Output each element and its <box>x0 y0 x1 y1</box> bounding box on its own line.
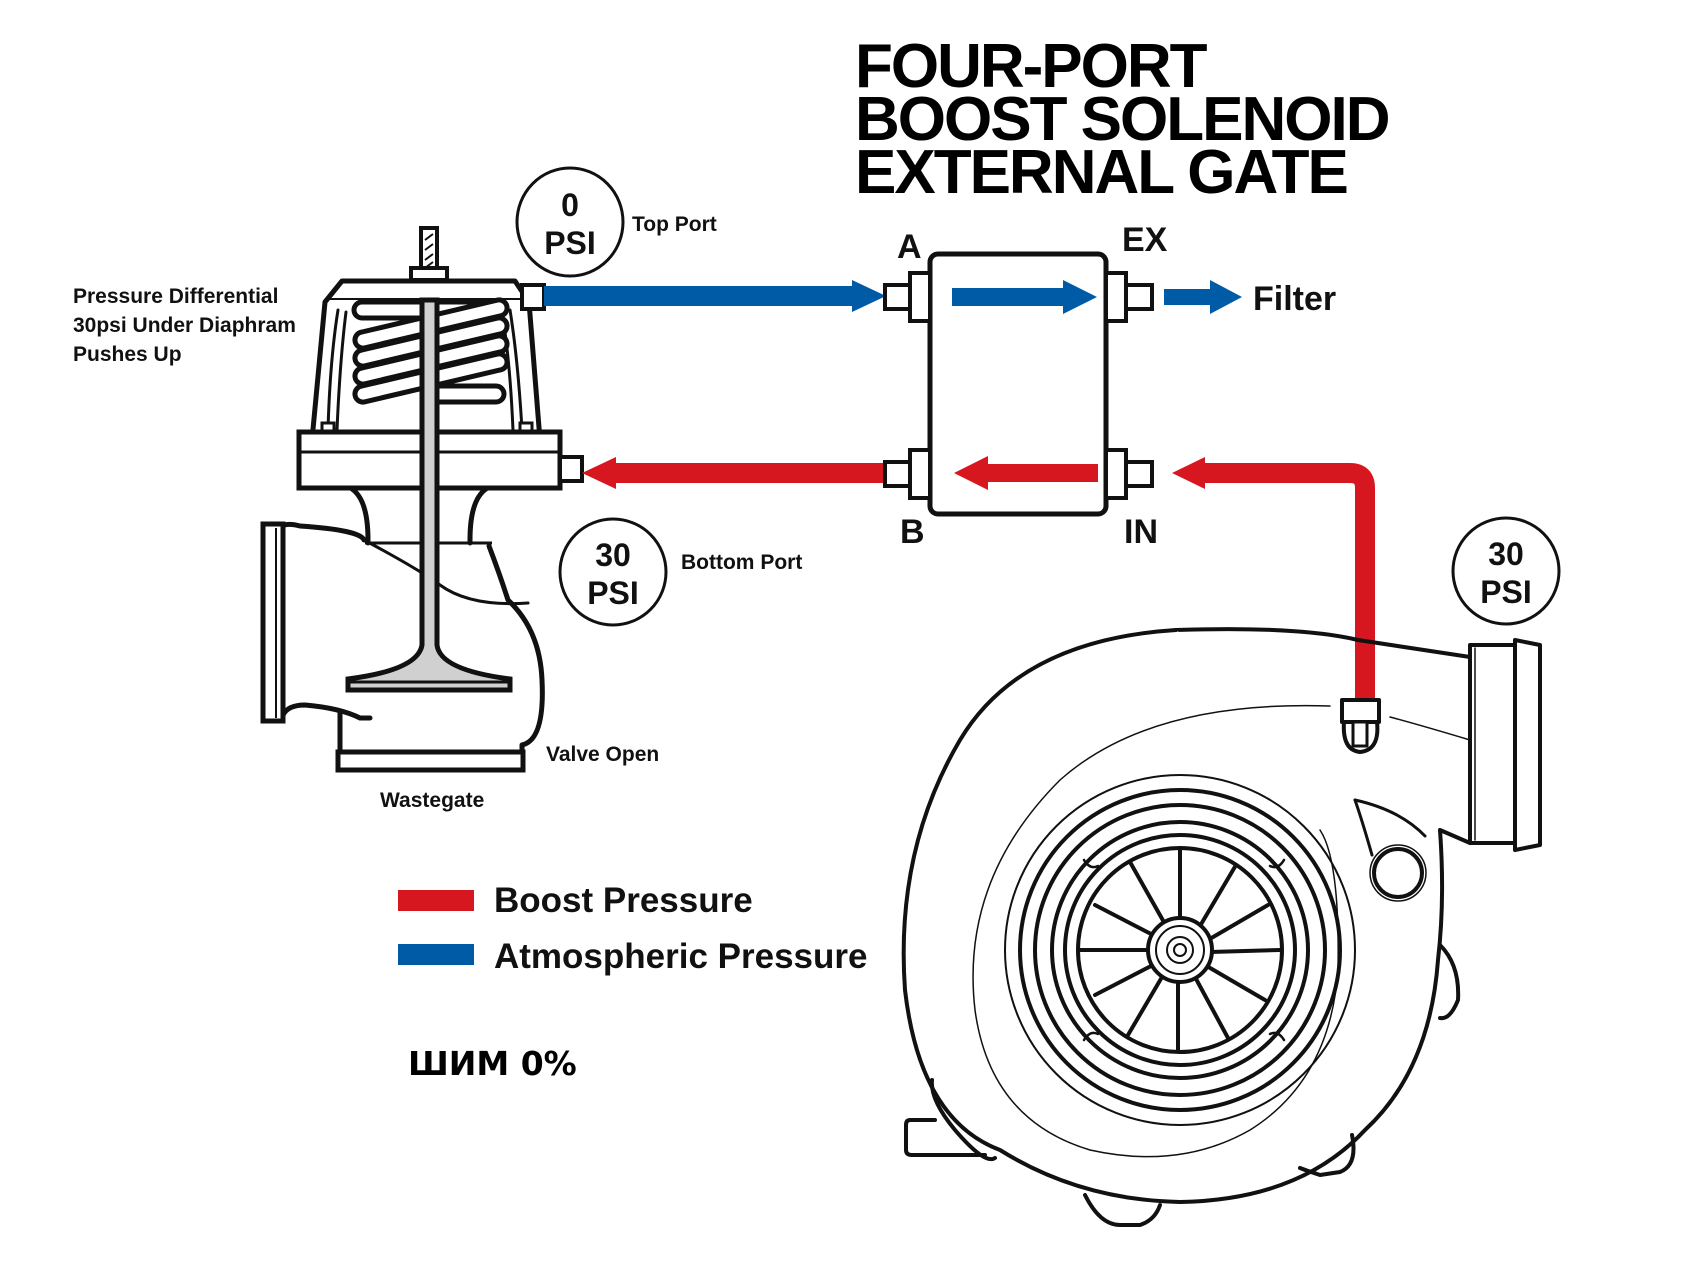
wastegate-illustration <box>260 226 584 773</box>
turbo-pressure-badge: 30 PSI <box>1451 516 1561 626</box>
bottom-port-pressure-badge: 30 PSI <box>558 517 668 627</box>
diagram-title: FOUR-PORT BOOST SOLENOID EXTERNAL GATE <box>855 32 1391 207</box>
title-line-1: FOUR-PORT <box>855 32 1208 101</box>
compressor-blades <box>1078 848 1282 1052</box>
title-line-3: EXTERNAL GATE <box>855 138 1347 207</box>
port-b-fitting <box>883 460 913 488</box>
port-ex-fitting <box>1124 283 1154 311</box>
red-hose-line <box>612 463 890 483</box>
red-hose-turbo-line <box>1200 463 1375 700</box>
outlet-flange <box>335 749 526 773</box>
top-port-pressure-value: 0 <box>561 187 579 223</box>
blue-arrowhead <box>852 280 886 312</box>
solenoid-body <box>927 251 1109 517</box>
adjuster-nut <box>409 266 449 282</box>
legend-label-atmospheric: Atmospheric Pressure <box>494 937 867 976</box>
turbo-pressure-value: 30 <box>1488 536 1524 572</box>
top-port-pressure-unit: PSI <box>544 225 596 261</box>
port-a-fitting <box>883 283 913 311</box>
filter-arrowhead <box>1210 280 1242 314</box>
red-arrowhead <box>582 457 616 489</box>
legend-swatch-boost <box>398 890 474 911</box>
valve-poppet <box>345 297 513 693</box>
internal-flow-a-to-ex <box>952 288 1069 306</box>
port-in-fitting <box>1124 460 1154 488</box>
legend-swatch-atmospheric <box>398 944 474 965</box>
bottom-port-label: Bottom Port <box>681 551 802 574</box>
turbo-boost-fitting <box>1340 698 1381 724</box>
pwm-duty-label: ШИМ 0% <box>408 1044 577 1083</box>
bottom-port-pressure-value: 30 <box>595 537 631 573</box>
turbocharger-illustration <box>901 627 1542 1227</box>
top-port-fitting <box>520 283 546 311</box>
wastegate-label: Wastegate <box>380 789 484 812</box>
housing-boss <box>1372 847 1424 899</box>
legend: Boost Pressure Atmospheric Pressure <box>398 881 867 976</box>
port-in-label: IN <box>1124 513 1158 551</box>
title-line-2: BOOST SOLENOID <box>855 85 1389 154</box>
port-b-label: B <box>900 513 925 551</box>
note-line-2: 30psi Under Diaphram <box>73 314 296 337</box>
filter-label: Filter <box>1253 280 1336 318</box>
port-a-label: A <box>897 228 922 266</box>
bottom-port-fitting <box>558 455 584 483</box>
note-line-3: Pushes Up <box>73 343 182 366</box>
wastegate-note: Pressure Differential 30psi Under Diaphr… <box>73 285 296 366</box>
atmospheric-hose-ex-to-filter <box>1164 280 1242 314</box>
inlet-flange <box>260 521 286 724</box>
compressor-outlet <box>1468 643 1522 845</box>
red-arrowhead-in <box>1172 457 1205 489</box>
port-ex-label: EX <box>1122 221 1168 259</box>
turbo-pressure-unit: PSI <box>1480 574 1532 610</box>
top-port-pressure-badge: 0 PSI <box>515 166 625 278</box>
boost-solenoid <box>883 251 1154 517</box>
note-line-1: Pressure Differential <box>73 285 278 308</box>
top-port-label: Top Port <box>632 213 717 236</box>
legend-label-boost: Boost Pressure <box>494 881 753 920</box>
bottom-port-pressure-unit: PSI <box>587 575 639 611</box>
valve-state-label: Valve Open <box>546 743 659 766</box>
boost-hose-b-to-bottom-port <box>582 457 890 489</box>
blue-hose-line <box>544 286 856 306</box>
atmospheric-hose-top-port-to-a <box>544 280 886 312</box>
boost-hose-turbo-to-in <box>1172 457 1375 700</box>
internal-flow-in-to-b <box>984 464 1098 482</box>
compressor-hub <box>1146 916 1214 984</box>
